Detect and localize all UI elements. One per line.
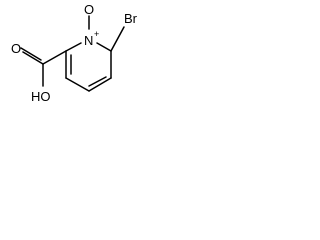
atom-oxygen-n-oxide: O	[84, 2, 94, 17]
atom-hydroxyl: HO	[31, 89, 51, 104]
atom-nitrogen: N	[84, 33, 93, 48]
atom-carbonyl-oxygen: O	[11, 41, 21, 56]
bond-c3-c4-inner	[88, 76, 107, 87]
bond-c-o-double-b	[20, 47, 42, 61]
bond-c6-cooh	[42, 50, 67, 65]
bond-c6-n	[65, 42, 82, 52]
bond-c3-c4	[88, 77, 112, 92]
bond-c2-br	[110, 26, 125, 52]
atom-bromine: Br	[124, 11, 138, 26]
nitrogen-positive-charge: +	[94, 29, 99, 39]
bond-c4-c5	[65, 77, 90, 92]
bond-c-o-double-a	[22, 51, 44, 65]
bond-n-c2	[96, 42, 112, 52]
molecule-structure-diagram: O N + Br O HO	[11, 2, 138, 104]
